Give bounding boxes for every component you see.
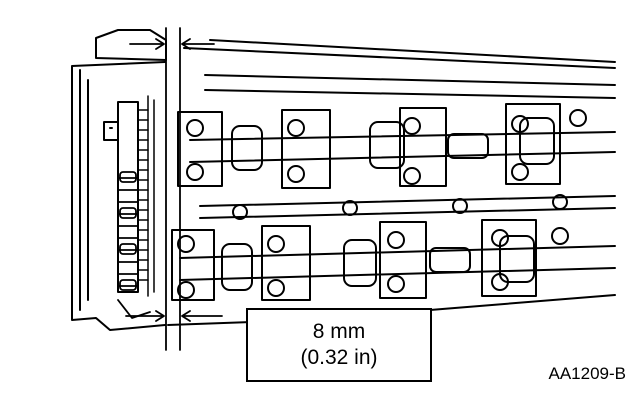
figure-id: AA1209-B — [548, 364, 627, 383]
timing-chain — [117, 171, 151, 319]
upper-cam-lobes — [231, 117, 555, 171]
measurement-in: (0.32 in) — [300, 346, 378, 369]
head-top-edge — [204, 74, 616, 99]
measurement-mm: 8 mm — [312, 320, 366, 343]
mid-rail-bosses — [232, 194, 568, 220]
sprocket-teeth — [137, 95, 155, 297]
upper-camshaft — [189, 131, 616, 163]
lower-dimension-arrows — [125, 310, 223, 322]
upper-cap-bolts — [186, 109, 587, 185]
measurement-callout: 8 mm (0.32 in) — [246, 308, 432, 382]
lower-cam-caps — [171, 219, 537, 301]
cylinder-head-outline — [71, 29, 616, 331]
lower-camshaft — [179, 245, 616, 281]
head-mid-rail — [199, 195, 616, 219]
timing-sprocket — [117, 101, 139, 293]
sprocket-hub — [103, 121, 119, 141]
upper-cam-caps — [177, 103, 561, 189]
head-left-lip — [79, 69, 89, 311]
lower-cam-lobes — [221, 235, 535, 291]
measurement-lines — [165, 27, 181, 351]
upper-dimension-arrows — [129, 38, 215, 50]
lower-cap-bolts — [177, 227, 569, 299]
